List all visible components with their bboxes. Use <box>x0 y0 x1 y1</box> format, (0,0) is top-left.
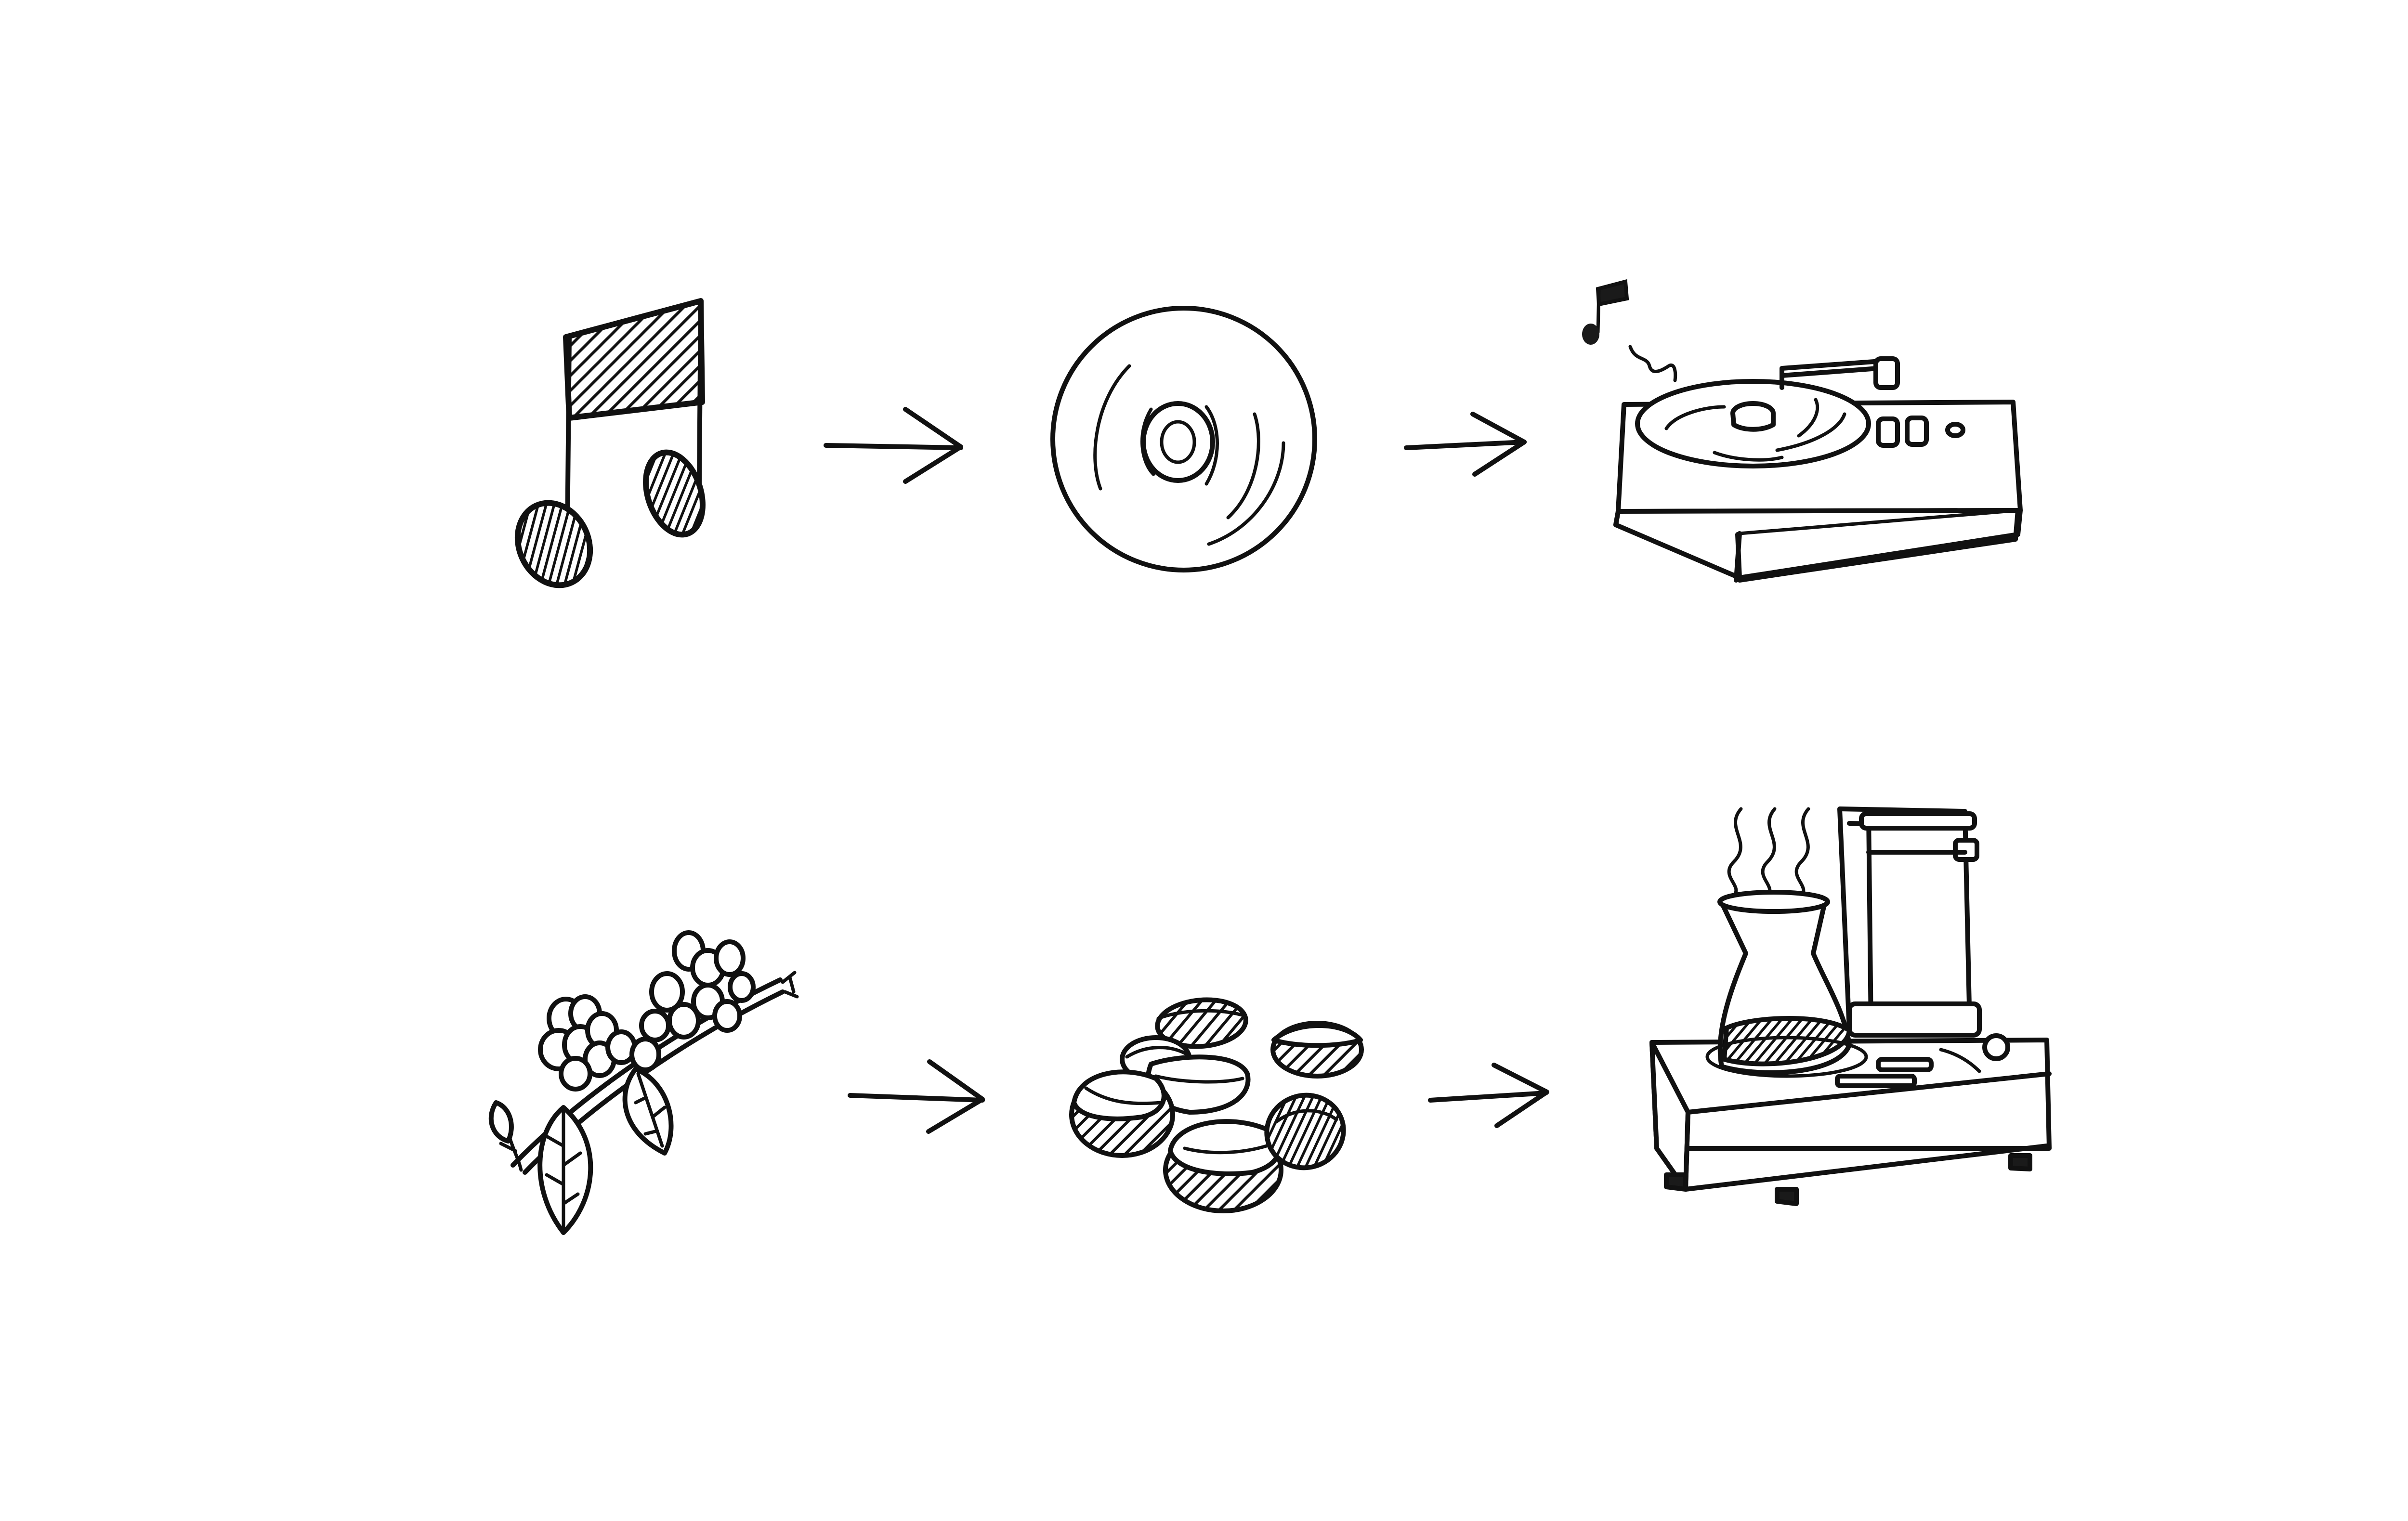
row-music <box>514 279 2023 588</box>
coffee-beans-icon <box>1069 997 1364 1213</box>
music-note-icon <box>514 298 706 588</box>
small-note-icon <box>1582 279 1629 345</box>
arrow-right-icon <box>848 1059 985 1134</box>
disc-icon <box>1050 306 1317 572</box>
arrow-right-icon <box>1404 412 1527 477</box>
coffee-branch-icon <box>488 930 799 1235</box>
coffee-machine-icon <box>1649 806 2052 1206</box>
row-coffee <box>488 806 2052 1235</box>
steam-icon <box>1727 807 1810 897</box>
record-player-icon <box>1582 279 2023 583</box>
arrow-right-icon <box>1428 1063 1549 1128</box>
arrow-right-icon <box>824 407 963 484</box>
